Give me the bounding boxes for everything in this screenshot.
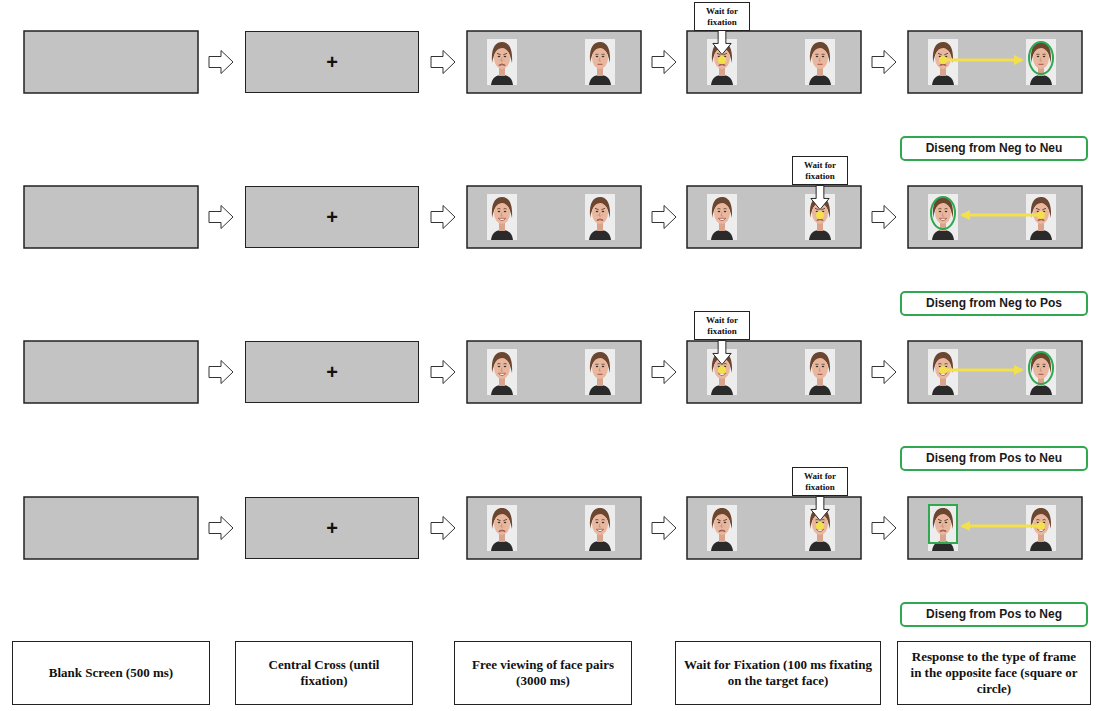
node-text: Central Cross (until fixation) — [244, 657, 404, 690]
node-text: Wait for fixation — [698, 6, 746, 27]
condition-label: Diseng from Neg to Neu — [900, 136, 1088, 161]
node-text: Wait for fixation — [796, 471, 844, 492]
node-text: Response to the type of frame in the opp… — [906, 649, 1082, 698]
node-text: Diseng from Neg to Neu — [926, 141, 1063, 155]
callout-box: Wait for fixation — [792, 156, 848, 185]
fixation-screen: + — [245, 186, 419, 248]
callout-box: Wait for fixation — [694, 2, 750, 31]
phase-box: Wait for Fixation (100 ms fixating on th… — [675, 641, 881, 705]
node-text: + — [326, 517, 338, 540]
node-text: Diseng from Pos to Neu — [926, 451, 1062, 465]
node-text: Wait for Fixation (100 ms fixating on th… — [684, 657, 872, 690]
phase-box: Free viewing of face pairs (3000 ms) — [454, 641, 632, 705]
fixation-screen: + — [245, 497, 419, 559]
node-text: + — [326, 361, 338, 384]
trial-row — [24, 496, 1082, 559]
phase-box: Central Cross (until fixation) — [235, 641, 413, 705]
node-text: Diseng from Neg to Pos — [926, 296, 1062, 310]
trial-row — [24, 340, 1082, 403]
condition-label: Diseng from Pos to Neg — [900, 602, 1088, 627]
fixation-screen: + — [245, 341, 419, 403]
callout-box: Wait for fixation — [694, 311, 750, 340]
condition-label: Diseng from Neg to Pos — [900, 291, 1088, 316]
condition-label: Diseng from Pos to Neu — [900, 446, 1088, 471]
node-text: + — [326, 206, 338, 229]
fixation-screen: + — [245, 31, 419, 93]
phase-box: Blank Screen (500 ms) — [12, 641, 210, 705]
node-text: + — [326, 51, 338, 74]
trial-row — [24, 30, 1082, 93]
trial-row — [24, 185, 1082, 248]
node-text: Wait for fixation — [698, 315, 746, 336]
node-text: Wait for fixation — [796, 160, 844, 181]
node-text: Free viewing of face pairs (3000 ms) — [463, 657, 623, 690]
callout-box: Wait for fixation — [792, 467, 848, 496]
node-text: Blank Screen (500 ms) — [49, 665, 173, 681]
phase-box: Response to the type of frame in the opp… — [897, 641, 1091, 705]
node-text: Diseng from Pos to Neg — [926, 607, 1062, 621]
